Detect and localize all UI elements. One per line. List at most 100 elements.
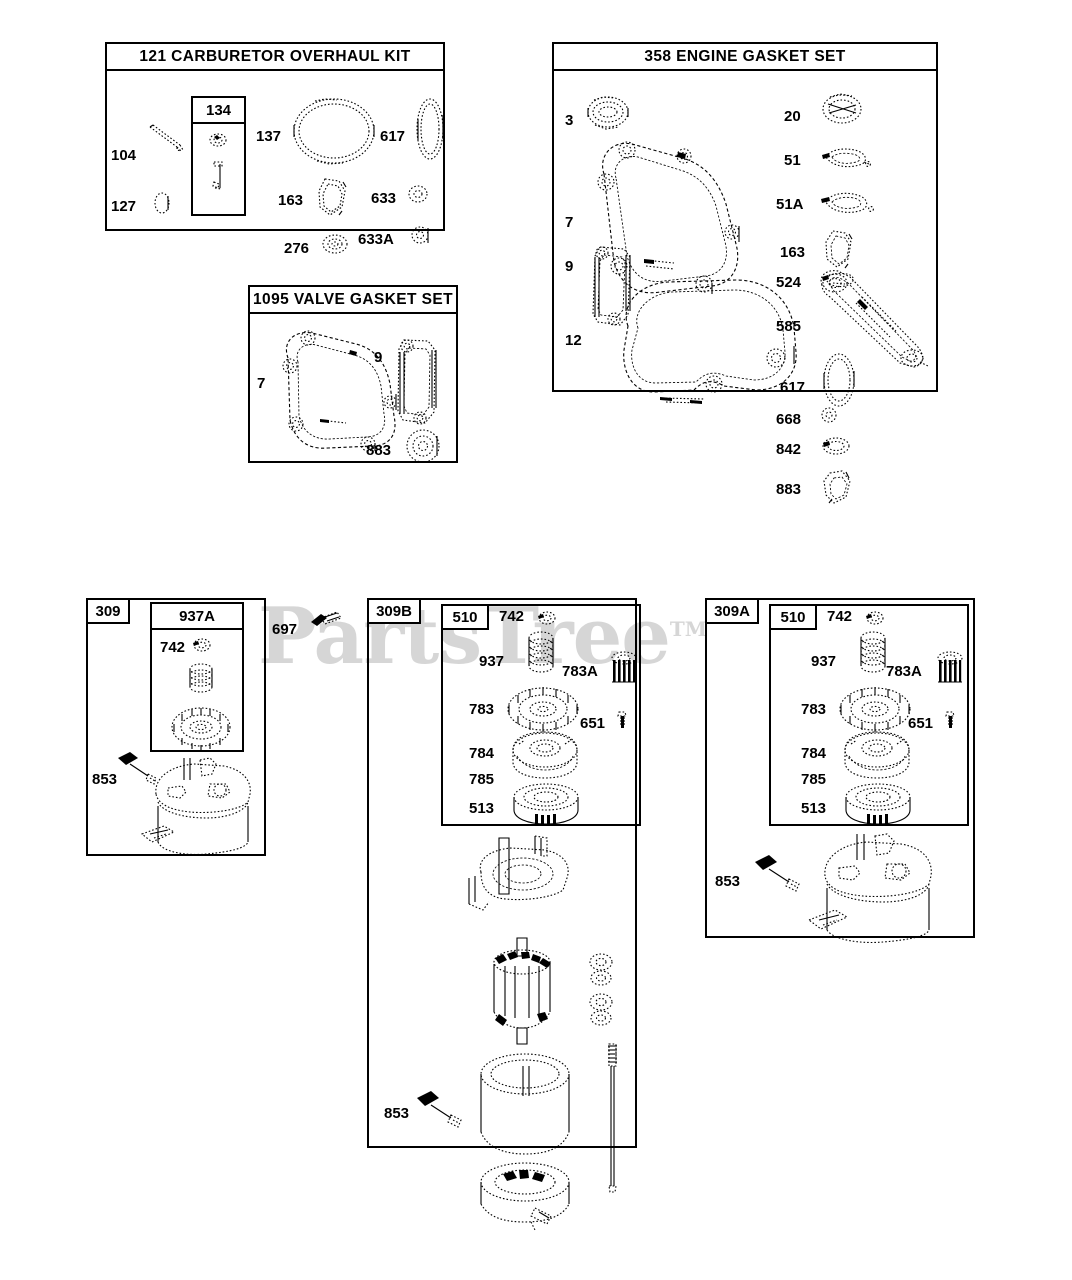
panel-body-starter-309a: 510 742 937 (707, 600, 973, 944)
art-drive-housing-784-309b (505, 728, 585, 784)
tag-309a[interactable]: 309A (705, 598, 759, 624)
art-gasket-51a (820, 188, 876, 216)
subbox-937a-label: 937A (152, 604, 242, 630)
art-cylinder-head-gasket-7 (586, 134, 746, 314)
tag-510-309b[interactable]: 510 (441, 604, 489, 630)
art-needle-valve-assembly (205, 130, 239, 210)
callout-785-309a: 785 (801, 771, 827, 788)
subbox-510-309b[interactable]: 510 742 937 (441, 604, 641, 826)
panel-body-starter-309b: 510 742 937 (369, 600, 641, 1231)
callout-127: 127 (111, 198, 137, 215)
callout-784-309a: 784 (801, 745, 827, 762)
panel-title-valve: 1095 VALVE GASKET SET (250, 287, 456, 314)
panel-title-engine: 358 ENGINE GASKET SET (554, 44, 936, 71)
art-retaining-ring-742-309a (865, 609, 887, 627)
art-pinion-gear-783-309a (837, 684, 913, 734)
callout-12: 12 (565, 332, 582, 349)
callout-617: 617 (380, 128, 406, 145)
art-cylinder-head-gasket-7-valve (272, 324, 402, 454)
subbox-134[interactable]: 134 (191, 96, 246, 216)
art-oring-617 (413, 93, 449, 165)
callout-9-valve: 9 (374, 349, 383, 366)
callout-651-309b: 651 (580, 715, 606, 732)
art-drive-housing-784-309a (837, 728, 917, 784)
art-oil-seal-3 (586, 91, 632, 133)
art-gasket-51 (820, 145, 872, 171)
tag-510-309a[interactable]: 510 (769, 604, 817, 630)
panel-valve-gasket-set[interactable]: 1095 VALVE GASKET SET 7 (248, 285, 458, 463)
panel-starter-309b[interactable]: 309B 510 742 937 (367, 598, 641, 1231)
callout-883-valve: 883 (366, 442, 392, 459)
watermark-tm: TM (669, 617, 707, 641)
callout-668: 668 (776, 411, 802, 428)
callout-7-valve: 7 (257, 375, 266, 392)
art-brush-853-309a (751, 852, 807, 892)
art-brush-853-309 (114, 750, 166, 788)
art-oring-617-engine (820, 349, 860, 411)
tag-309b[interactable]: 309B (367, 598, 421, 624)
callout-163: 163 (278, 192, 304, 209)
callout-783a-309b: 783A (562, 663, 598, 680)
art-float-bowl-gasket-137 (289, 91, 379, 171)
art-gasket-163 (313, 175, 353, 219)
callout-783a-309a: 783A (886, 663, 922, 680)
panel-body-engine: 3 7 (554, 71, 936, 504)
art-retaining-ring-742-309b (537, 609, 559, 627)
panel-engine-gasket-set[interactable]: 358 ENGINE GASKET SET 3 7 (552, 42, 938, 504)
callout-633: 633 (371, 190, 397, 207)
tag-309[interactable]: 309 (86, 598, 130, 624)
callout-51a: 51A (776, 196, 804, 213)
art-screw-651-309b (615, 710, 631, 732)
art-retaining-ring-742-309 (192, 636, 214, 654)
art-starter-drive-513-309b (509, 782, 583, 828)
callout-785-309b: 785 (469, 771, 495, 788)
callout-697: 697 (272, 621, 298, 638)
callout-853-309b: 853 (384, 1105, 410, 1122)
callout-276: 276 (284, 240, 310, 257)
art-screw-651-309a (943, 710, 959, 732)
callout-3: 3 (565, 112, 574, 129)
art-seal-842 (820, 434, 854, 458)
callout-742-309b: 742 (499, 608, 525, 625)
art-gasket-163-engine (820, 226, 862, 272)
art-brush-holder-309b (475, 1160, 593, 1232)
art-pinion-gear-783-309b (505, 684, 581, 734)
subbox-510-309a[interactable]: 510 742 937 (769, 604, 969, 826)
art-seat-276 (321, 231, 351, 257)
art-pin-104 (147, 124, 191, 158)
callout-20: 20 (784, 108, 801, 125)
panel-starter-309[interactable]: 309 937A 742 (86, 598, 266, 856)
art-pinion-783a-309a (935, 650, 965, 688)
callout-513-309a: 513 (801, 800, 827, 817)
panel-carburetor-overhaul-kit[interactable]: 121 CARBURETOR OVERHAUL KIT 134 (105, 42, 445, 256)
callout-585: 585 (776, 318, 802, 335)
callout-883-engine: 883 (776, 481, 802, 498)
art-seal-633a (410, 223, 434, 249)
callout-633a: 633A (358, 231, 394, 248)
art-starter-spring-937-309a (855, 630, 893, 684)
art-seal-633 (407, 183, 431, 207)
art-seal-20 (820, 89, 866, 129)
art-washer-127 (151, 189, 177, 217)
callout-742-309: 742 (160, 639, 186, 656)
callout-853-309a: 853 (715, 873, 741, 890)
callout-651-309a: 651 (908, 715, 934, 732)
art-starter-spring-937a (184, 662, 218, 702)
art-valve-cover-gasket-9 (586, 241, 646, 331)
art-starter-motor-body-309 (140, 750, 262, 856)
art-intake-manifold-gasket-585 (816, 267, 936, 377)
panel-title-carburetor: 121 CARBURETOR OVERHAUL KIT (107, 44, 443, 71)
callout-9: 9 (565, 258, 574, 275)
art-brush-853-309b (413, 1088, 469, 1128)
subbox-937a[interactable]: 937A 742 (150, 602, 244, 752)
panel-body-starter-309: 937A 742 (88, 600, 264, 856)
callout-937-309a: 937 (811, 653, 837, 670)
callout-783-309b: 783 (469, 701, 495, 718)
callout-51: 51 (784, 152, 801, 169)
panel-body-valve: 7 (250, 314, 456, 463)
callout-524: 524 (776, 274, 802, 291)
art-starter-spring-937-309b (523, 630, 561, 684)
panel-starter-309a[interactable]: 309A 510 742 937 (705, 598, 975, 944)
panel-body-carburetor: 134 104 (107, 71, 444, 256)
callout-104: 104 (111, 147, 137, 164)
